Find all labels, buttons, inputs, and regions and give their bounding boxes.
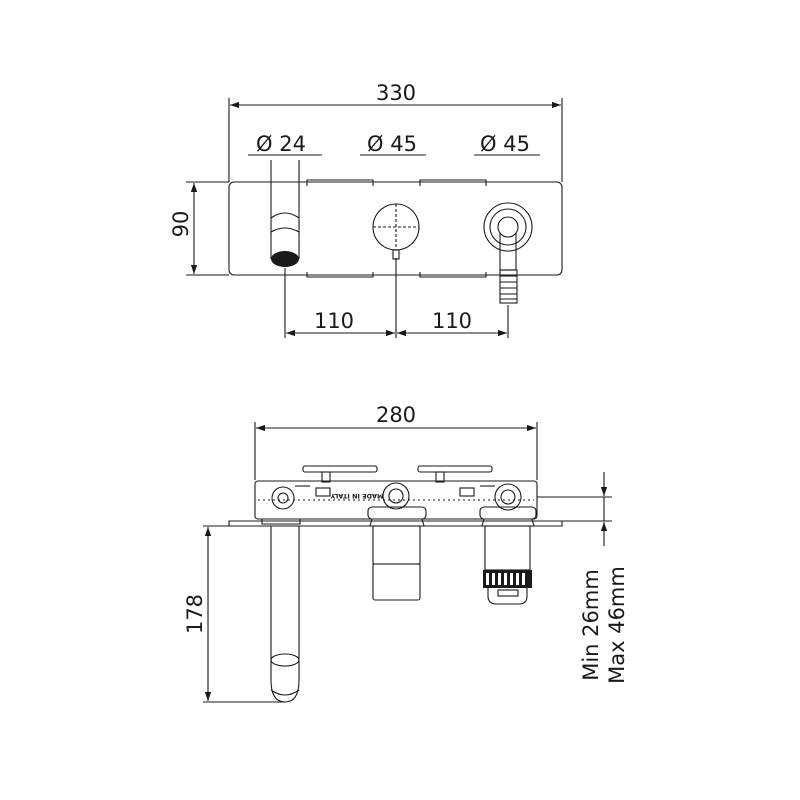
dim-wall-depth: Min 26mm Max 46mm — [537, 472, 629, 684]
mounting-feet — [261, 506, 537, 527]
dim-spacing: 110 110 — [284, 258, 509, 338]
dim-110-left-label: 110 — [314, 309, 354, 333]
side-mixer-handle — [372, 525, 421, 601]
side-diverter — [483, 525, 532, 605]
dim-330-label: 330 — [376, 81, 416, 105]
wall-depth-max-label: Max 46mm — [605, 566, 629, 684]
dim-height: 90 — [169, 181, 229, 276]
front-view: 330 90 Ø 24 Ø 45 Ø 45 110 — [169, 81, 563, 338]
dim-mixer-diameter: Ø 45 — [360, 132, 426, 156]
dim-spout-diameter: Ø 24 — [248, 132, 322, 156]
dim-178-label: 178 — [183, 594, 207, 634]
hose-connector — [499, 269, 518, 304]
dim-diverter-diameter: Ø 45 — [474, 132, 540, 156]
dim-overall-width: 330 — [228, 81, 563, 182]
front-diverter — [483, 202, 533, 304]
spout-outlet-aerator — [271, 251, 299, 267]
dia-24-label: Ø 24 — [256, 132, 306, 156]
dim-280-label: 280 — [376, 403, 416, 427]
body-ports — [271, 482, 522, 511]
dim-90-label: 90 — [169, 211, 193, 238]
front-mixer-handle — [372, 203, 420, 260]
dim-body-width: 280 — [254, 403, 538, 480]
dia-45-diverter-label: Ø 45 — [480, 132, 530, 156]
side-spout — [270, 526, 300, 703]
dim-110-right-label: 110 — [432, 309, 472, 333]
made-in-italy-marking: MADE IN ITALY — [330, 492, 383, 500]
front-hidden-brackets — [306, 179, 487, 278]
wall-depth-min-label: Min 26mm — [579, 569, 603, 681]
dia-45-mixer-label: Ø 45 — [367, 132, 417, 156]
side-view: 280 MADE IN ITALY — [183, 403, 629, 703]
dim-spout-projection: 178 — [183, 525, 285, 703]
side-top-brackets — [302, 465, 493, 483]
front-spout — [270, 160, 300, 267]
